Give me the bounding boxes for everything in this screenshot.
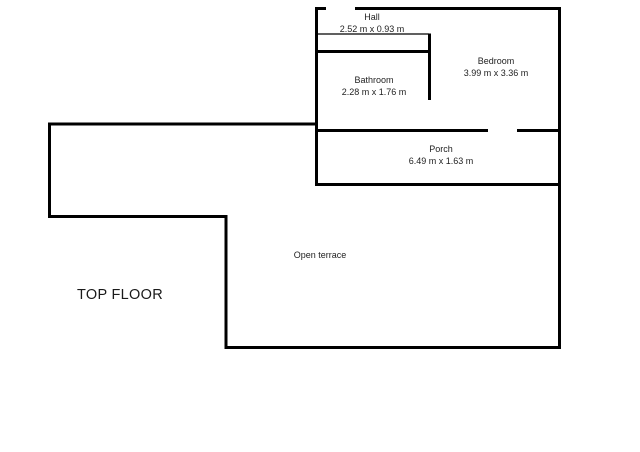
room-label-bathroom: Bathroom 2.28 m x 1.76 m [342,74,407,98]
room-dimensions-bathroom: 2.28 m x 1.76 m [341,87,407,97]
room-label-open-terrace: Open terrace [294,249,347,261]
room-name-porch: Porch [429,144,453,154]
room-name-open-terrace: Open terrace [293,250,347,260]
room-name-bathroom: Bathroom [354,75,394,85]
room-dimensions-porch: 6.49 m x 1.63 m [408,156,474,166]
room-dimensions-bedroom: 3.99 m x 3.36 m [463,68,529,78]
room-label-hall: Hall 2.52 m x 0.93 m [340,11,405,35]
room-label-bedroom: Bedroom 3.99 m x 3.36 m [464,55,529,79]
room-name-hall: Hall [364,12,380,22]
room-label-porch: Porch 6.49 m x 1.63 m [409,143,474,167]
room-name-bedroom: Bedroom [477,56,515,66]
floor-title: TOP FLOOR [77,287,163,303]
room-dimensions-hall: 2.52 m x 0.93 m [339,24,405,34]
